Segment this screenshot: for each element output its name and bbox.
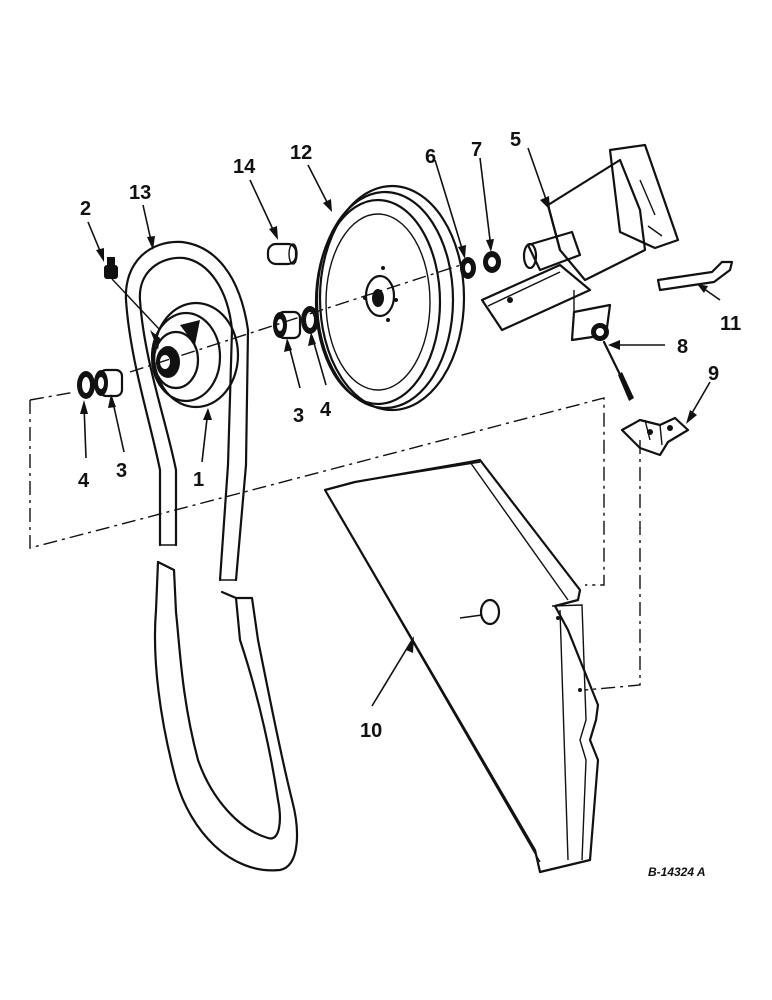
callout-11: 11	[720, 313, 741, 335]
callout-4-left: 4	[78, 470, 90, 492]
callout-14: 14	[233, 156, 256, 178]
grease-fitting	[104, 257, 161, 331]
callout-5: 5	[510, 129, 521, 151]
figure-id: B-14324 A	[648, 865, 706, 879]
bearing-left	[94, 368, 124, 398]
v-belt-lower	[153, 560, 299, 872]
callout-9: 9	[708, 363, 719, 385]
small-pulley	[150, 301, 240, 409]
large-pulley	[314, 184, 466, 412]
v-belt-upper	[124, 240, 250, 582]
callout-6: 6	[425, 146, 436, 168]
callout-3-left: 3	[116, 460, 127, 482]
callout-7: 7	[471, 139, 482, 161]
callout-12: 12	[290, 142, 312, 164]
leader-lines	[80, 147, 721, 707]
callout-3-right: 3	[293, 405, 304, 427]
washer-left	[77, 371, 95, 399]
callout-2: 2	[80, 198, 91, 220]
sleeve	[266, 242, 298, 266]
pivot-bracket	[480, 143, 680, 342]
callout-1: 1	[193, 469, 204, 491]
callout-13: 13	[129, 182, 151, 204]
bearing-right	[273, 310, 302, 340]
belt-shield	[323, 458, 600, 874]
washer-7	[483, 251, 501, 273]
alignment-lines	[29, 391, 641, 691]
small-plate	[656, 260, 734, 292]
callout-8: 8	[677, 336, 688, 358]
washer-6	[460, 257, 476, 279]
callout-10: 10	[360, 720, 382, 742]
shaft-centerline	[129, 261, 471, 373]
anchor-bracket	[620, 416, 690, 457]
callout-4-right: 4	[320, 399, 332, 421]
eye-bolt	[591, 323, 634, 401]
